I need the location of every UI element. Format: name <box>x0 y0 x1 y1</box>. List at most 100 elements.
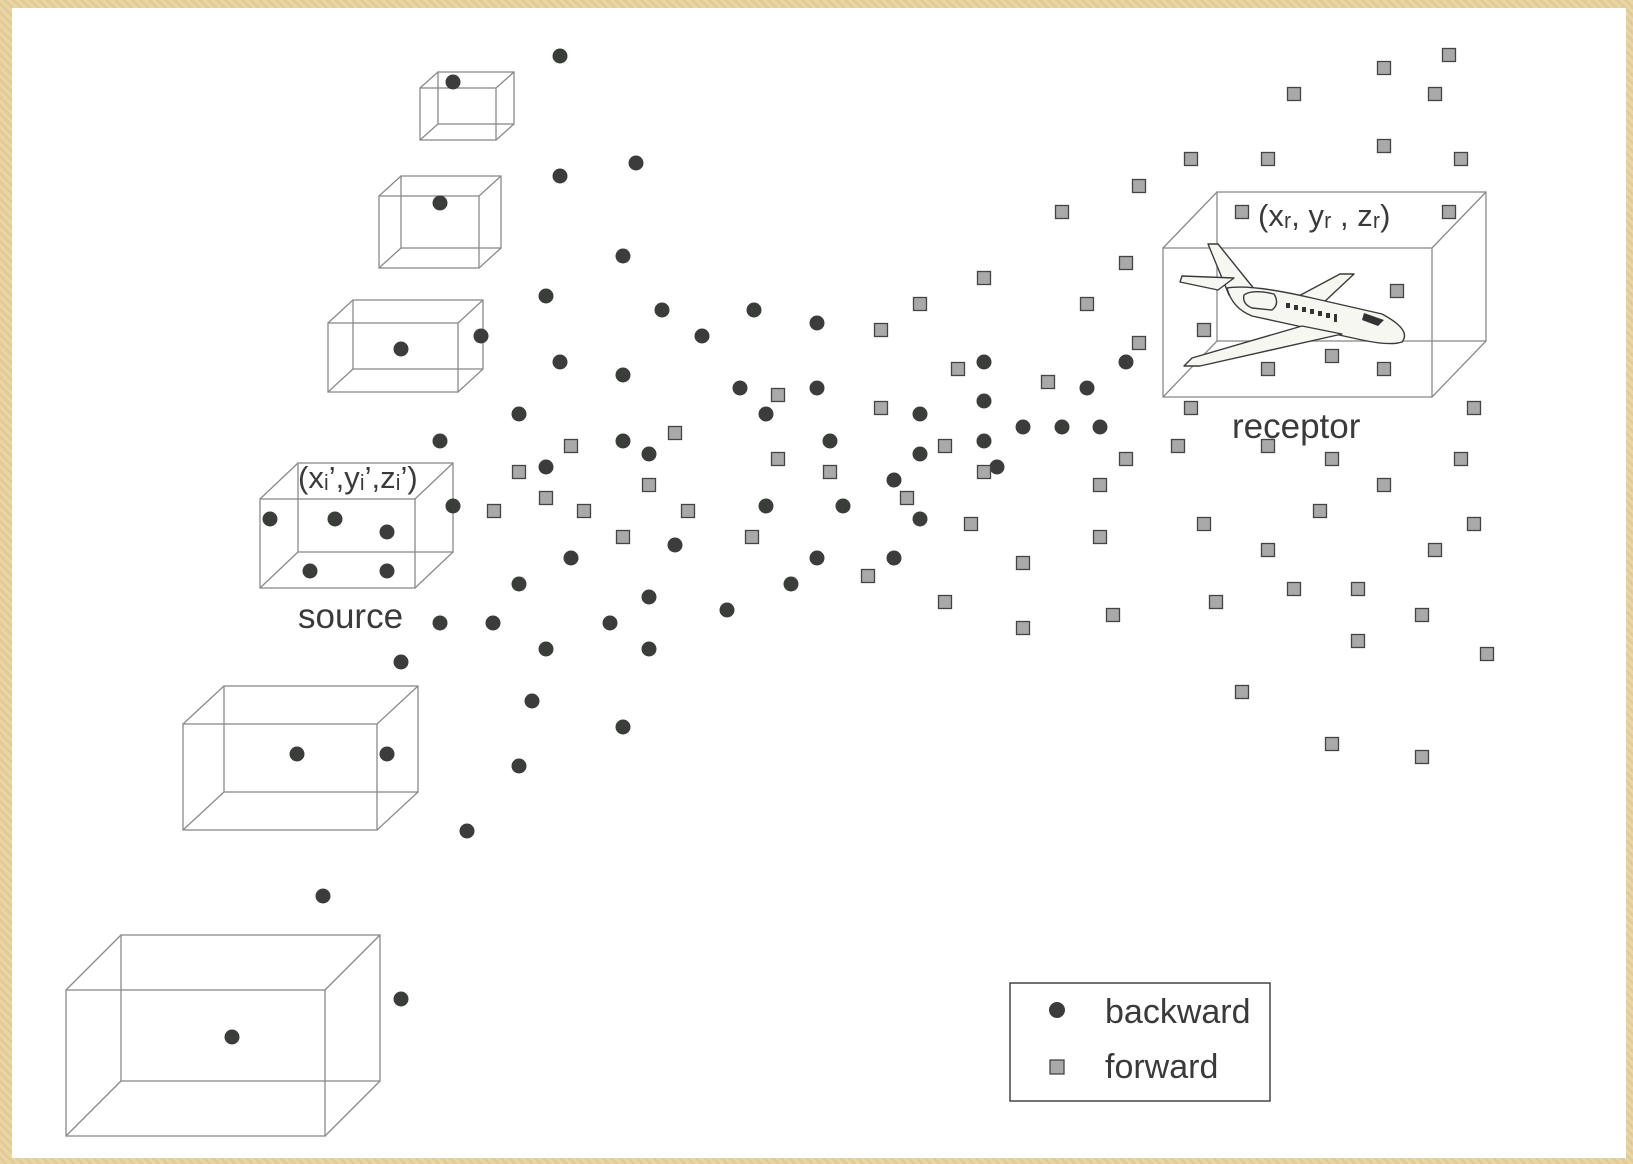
forward-square <box>1131 178 1147 194</box>
backward-dot <box>641 589 657 605</box>
backward-dot <box>459 823 475 839</box>
backward-dot <box>835 498 851 514</box>
backward-dot <box>552 48 568 64</box>
forward-square <box>1183 151 1199 167</box>
backward-dot <box>327 511 343 527</box>
backward-dot <box>758 406 774 422</box>
legend-backward-marker <box>1049 1002 1065 1018</box>
forward-square <box>1389 283 1405 299</box>
forward-square <box>1208 594 1224 610</box>
backward-dot <box>719 602 735 618</box>
forward-square <box>1350 581 1366 597</box>
legend-forward-label: forward <box>1105 1048 1218 1086</box>
backward-dot <box>552 168 568 184</box>
backward-dot <box>976 393 992 409</box>
forward-square <box>873 322 889 338</box>
forward-square <box>1105 607 1121 623</box>
forward-square <box>1079 296 1095 312</box>
forward-square <box>937 594 953 610</box>
forward-square <box>1260 151 1276 167</box>
backward-dot <box>432 195 448 211</box>
forward-square <box>1427 86 1443 102</box>
backward-dot <box>615 719 631 735</box>
backward-dot <box>822 433 838 449</box>
backward-dot <box>524 693 540 709</box>
backward-dot <box>1092 419 1108 435</box>
backward-dot <box>809 315 825 331</box>
forward-square <box>1260 438 1276 454</box>
forward-square <box>912 296 928 312</box>
forward-points <box>486 47 1495 765</box>
backward-dot <box>485 615 501 631</box>
backward-dot <box>628 155 644 171</box>
forward-square <box>511 464 527 480</box>
backward-dot <box>1079 380 1095 396</box>
backward-dot <box>302 563 318 579</box>
backward-dot <box>432 615 448 631</box>
forward-square <box>1324 348 1340 364</box>
backward-dot <box>289 746 305 762</box>
forward-square <box>1196 516 1212 532</box>
forward-square <box>976 464 992 480</box>
backward-dot <box>615 248 631 264</box>
backward-dot <box>379 563 395 579</box>
forward-square <box>680 503 696 519</box>
forward-square <box>1427 542 1443 558</box>
backward-dot <box>912 406 928 422</box>
backward-dot <box>393 991 409 1007</box>
backward-dot <box>445 498 461 514</box>
forward-square <box>615 529 631 545</box>
forward-square <box>1196 322 1212 338</box>
forward-square <box>1441 47 1457 63</box>
source-coord-label: (xᵢ’,yᵢ’,zᵢ’) <box>298 460 418 495</box>
forward-square <box>963 516 979 532</box>
backward-dot <box>379 524 395 540</box>
backward-dot <box>393 341 409 357</box>
grid-box-6 <box>65 934 381 1137</box>
backward-dot <box>694 328 710 344</box>
forward-square <box>1040 374 1056 390</box>
forward-square <box>1466 400 1482 416</box>
forward-square <box>1260 542 1276 558</box>
forward-square <box>1092 529 1108 545</box>
forward-square <box>1441 204 1457 220</box>
backward-dot <box>641 446 657 462</box>
forward-square <box>1324 736 1340 752</box>
forward-square <box>899 490 915 506</box>
forward-square <box>770 387 786 403</box>
forward-square <box>1054 204 1070 220</box>
forward-square <box>744 529 760 545</box>
forward-square <box>1350 633 1366 649</box>
forward-square <box>1376 477 1392 493</box>
receptor-coord-label: (xᵣ, yᵣ , zᵣ) <box>1258 198 1391 233</box>
backward-dot <box>511 758 527 774</box>
backward-dot <box>667 537 683 553</box>
forward-square <box>667 425 683 441</box>
backward-dot <box>783 576 799 592</box>
backward-dot <box>224 1029 240 1045</box>
receptor-label: receptor <box>1232 407 1361 446</box>
forward-square <box>538 490 554 506</box>
backward-dot <box>912 446 928 462</box>
backward-dot <box>809 380 825 396</box>
backward-dot <box>809 550 825 566</box>
backward-dot <box>538 641 554 657</box>
forward-square <box>873 400 889 416</box>
backward-dot <box>758 498 774 514</box>
forward-square <box>1260 361 1276 377</box>
backward-points <box>224 48 1134 1045</box>
backward-dot <box>976 354 992 370</box>
grid-box-2 <box>378 175 502 269</box>
backward-dot <box>615 433 631 449</box>
backward-dot <box>732 380 748 396</box>
backward-dot <box>393 654 409 670</box>
forward-square <box>1234 684 1250 700</box>
backward-dot <box>746 302 762 318</box>
forward-square <box>860 568 876 584</box>
forward-square <box>1453 451 1469 467</box>
forward-square <box>1015 555 1031 571</box>
forward-square <box>1376 60 1392 76</box>
forward-square <box>1466 516 1482 532</box>
forward-square <box>1286 581 1302 597</box>
backward-dot <box>563 550 579 566</box>
